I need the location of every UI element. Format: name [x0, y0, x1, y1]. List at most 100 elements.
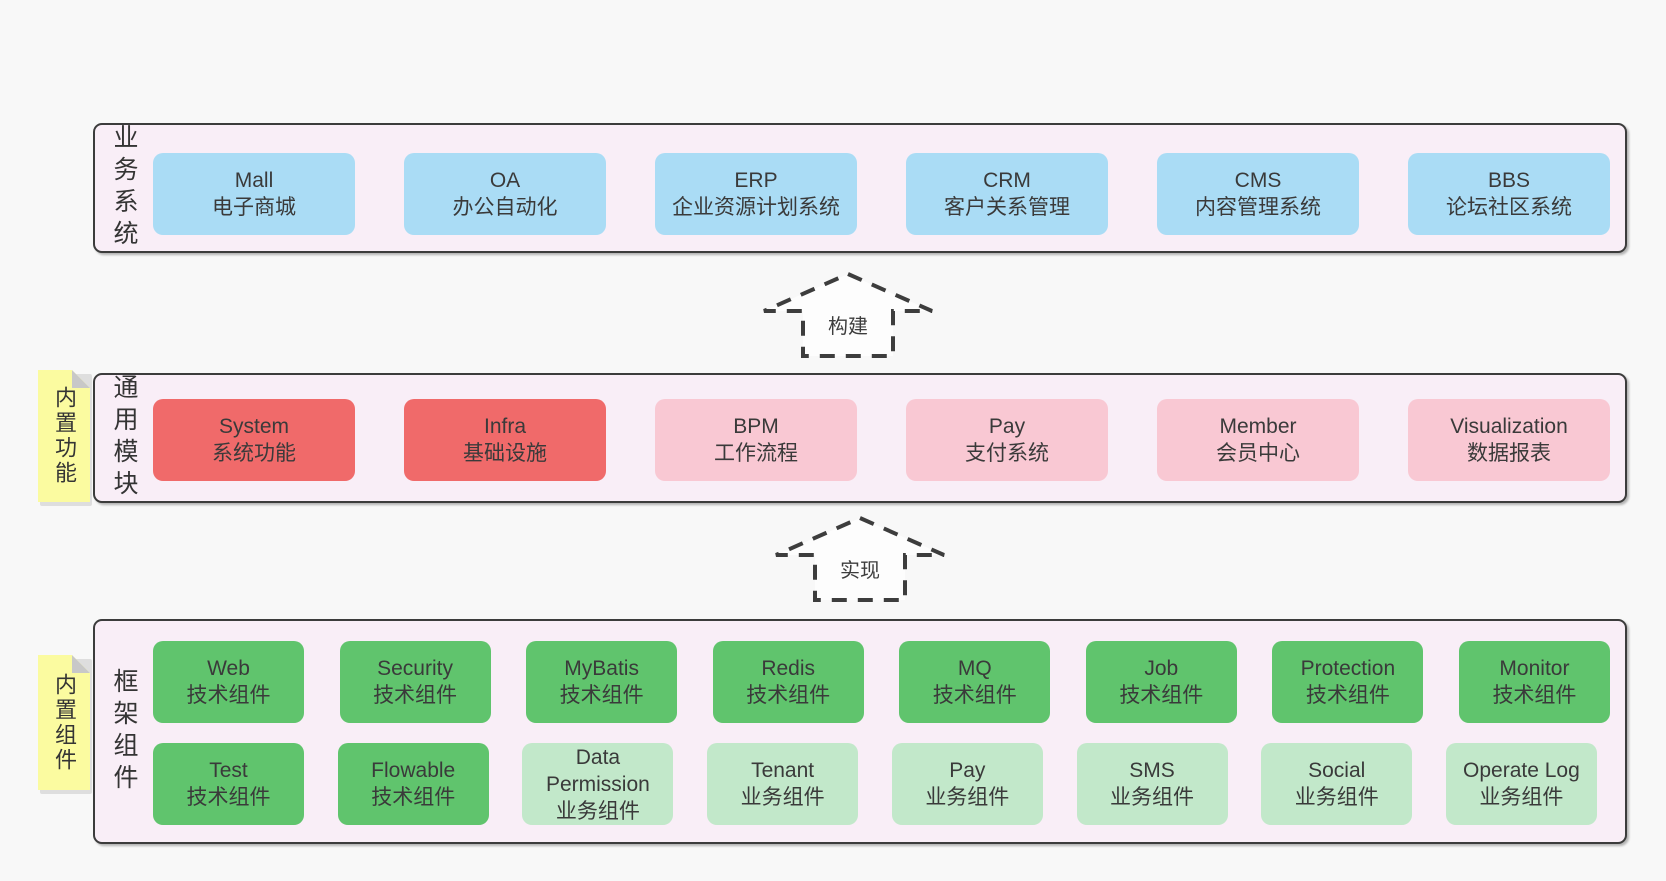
section-label-modules: 通用模块	[110, 374, 138, 502]
box-subtitle: 技术组件	[373, 684, 458, 707]
box-title: OA	[489, 169, 521, 192]
box-subtitle: 技术组件	[932, 684, 1017, 707]
box-subtitle: 业务组件	[1479, 786, 1564, 809]
section-business-systems: 业务系统 Mall 电子商城 OA 办公自动化 ERP 企业资源计划系统 CRM 客户关系管理…	[93, 123, 1627, 253]
box-title: Test	[209, 759, 248, 782]
box-title: Monitor	[1499, 657, 1570, 680]
box-title: ERP	[734, 169, 778, 192]
box-title: Protection	[1300, 657, 1396, 680]
box-flowable: Flowable 技术组件	[337, 743, 489, 825]
implement-arrow-label: 实现	[837, 554, 883, 583]
modules-box-row: System 系统功能 Infra 基础设施 BPM 工作流程 Pay 支付系统 Member 会…	[153, 399, 1610, 481]
box-bbs: BBS 论坛社区系统	[1408, 153, 1610, 235]
sticky-note-builtin-components: 内置组件	[38, 655, 90, 790]
box-title: Pay	[988, 415, 1026, 438]
box-subtitle: 数据报表	[1467, 442, 1551, 465]
box-title: Tenant	[751, 759, 815, 782]
box-mq: MQ 技术组件	[899, 641, 1051, 723]
box-title: Flowable	[371, 759, 456, 782]
tag-label-builtin-features: 内置功能	[52, 386, 77, 486]
box-title: BBS	[1487, 169, 1531, 192]
box-tenant: Tenant 业务组件	[707, 743, 859, 825]
implement-arrow-icon: 实现	[772, 514, 948, 604]
box-title: MyBatis	[564, 657, 639, 680]
box-pay: Pay 支付系统	[906, 399, 1108, 481]
box-title: Infra	[483, 415, 527, 438]
box-subtitle: 技术组件	[1492, 684, 1577, 707]
box-subtitle: 论坛社区系统	[1446, 196, 1572, 219]
box-subtitle: 会员中心	[1216, 442, 1300, 465]
box-subtitle: 业务组件	[1110, 786, 1195, 809]
box-title: System	[218, 415, 289, 438]
box-subtitle: 支付系统	[965, 442, 1049, 465]
box-subtitle: 技术组件	[371, 786, 456, 809]
box-title: Data Permission	[545, 745, 650, 796]
box-subtitle: 技术组件	[1305, 684, 1390, 707]
build-arrow-icon: 构建	[760, 270, 936, 360]
box-subtitle: 办公自动化	[452, 196, 558, 219]
box-title: CMS	[1234, 169, 1282, 192]
box-subtitle: 技术组件	[186, 786, 271, 809]
box-infra: Infra 基础设施	[404, 399, 606, 481]
box-redis: Redis 技术组件	[712, 641, 864, 723]
box-title: Visualization	[1450, 415, 1568, 438]
box-subtitle: 技术组件	[1119, 684, 1204, 707]
box-bpm: BPM 工作流程	[655, 399, 857, 481]
box-subtitle: 系统功能	[212, 442, 296, 465]
box-security: Security 技术组件	[339, 641, 491, 723]
box-job: Job 技术组件	[1085, 641, 1237, 723]
box-subtitle: 技术组件	[746, 684, 831, 707]
box-member: Member 会员中心	[1157, 399, 1359, 481]
box-title: Redis	[761, 657, 816, 680]
box-erp: ERP 企业资源计划系统	[655, 153, 857, 235]
section-label-business: 业务系统	[110, 124, 138, 252]
box-oa: OA 办公自动化	[404, 153, 606, 235]
box-system: System 系统功能	[153, 399, 355, 481]
box-test: Test 技术组件	[153, 743, 304, 825]
box-web: Web 技术组件	[153, 641, 304, 723]
business-box-row: Mall 电子商城 OA 办公自动化 ERP 企业资源计划系统 CRM 客户关系管理 CMS 内容…	[153, 153, 1610, 235]
box-title: MQ	[957, 657, 992, 680]
box-crm: CRM 客户关系管理	[906, 153, 1108, 235]
box-protection: Protection 技术组件	[1272, 641, 1424, 723]
box-title: Pay	[949, 759, 986, 782]
box-subtitle: 内容管理系统	[1195, 196, 1321, 219]
box-monitor: Monitor 技术组件	[1458, 641, 1610, 723]
box-subtitle: 企业资源计划系统	[672, 196, 840, 219]
box-subtitle: 客户关系管理	[944, 196, 1070, 219]
box-title: Security	[377, 657, 453, 680]
build-arrow-label: 构建	[825, 310, 871, 339]
box-subtitle: 电子商城	[212, 196, 296, 219]
box-title: Mall	[234, 169, 274, 192]
box-pay: Pay 业务组件	[891, 743, 1043, 825]
box-title: CRM	[983, 169, 1031, 192]
box-title: Operate Log	[1463, 759, 1580, 782]
box-title: Job	[1144, 657, 1179, 680]
box-title: SMS	[1129, 759, 1175, 782]
box-subtitle: 业务组件	[925, 786, 1010, 809]
section-common-modules: 通用模块 System 系统功能 Infra 基础设施 BPM 工作流程 Pay 支付系统 Me…	[93, 373, 1627, 503]
box-mybatis: MyBatis 技术组件	[526, 641, 678, 723]
box-operate-log: Operate Log 业务组件	[1445, 743, 1597, 825]
box-subtitle: 技术组件	[559, 684, 644, 707]
box-visualization: Visualization 数据报表	[1408, 399, 1610, 481]
box-subtitle: 业务组件	[1294, 786, 1379, 809]
section-label-components: 框架组件	[110, 667, 138, 796]
box-subtitle: 基础设施	[463, 442, 547, 465]
box-cms: CMS 内容管理系统	[1157, 153, 1359, 235]
tag-label-builtin-components: 内置组件	[52, 672, 77, 773]
box-subtitle: 工作流程	[714, 442, 798, 465]
box-subtitle: 业务组件	[555, 799, 640, 823]
box-title: BPM	[733, 415, 779, 438]
box-title: Web	[207, 657, 250, 680]
box-title: Member	[1219, 415, 1297, 438]
box-mall: Mall 电子商城	[153, 153, 355, 235]
box-subtitle: 技术组件	[186, 684, 271, 707]
box-subtitle: 业务组件	[740, 786, 825, 809]
sticky-note-builtin-features: 内置功能	[38, 370, 90, 502]
box-sms: SMS 业务组件	[1076, 743, 1228, 825]
